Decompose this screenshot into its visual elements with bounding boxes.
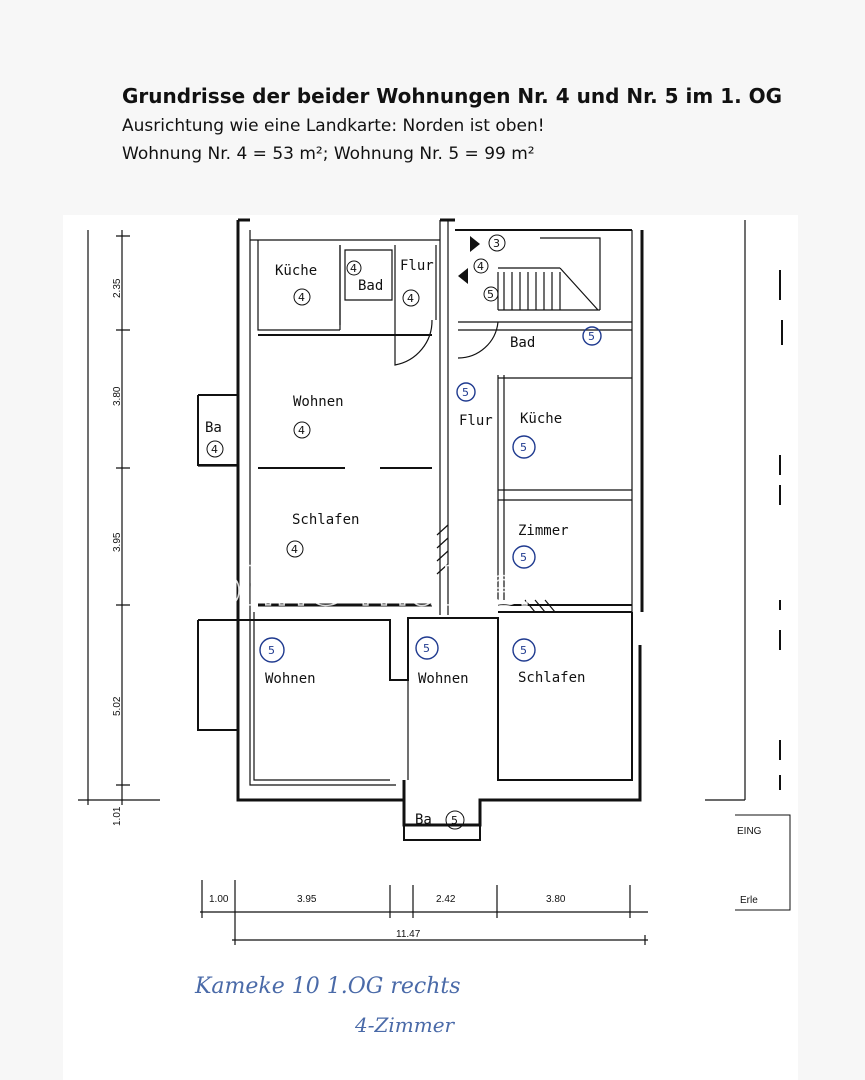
unit-number-4: 4 [291,543,298,556]
unit-number-5: 5 [423,642,430,655]
unit-circle-blue [415,636,439,660]
balcony-4: Ba [205,420,222,436]
unit-circle [483,286,499,302]
unit-circle [286,540,304,558]
dimension-bottom: 1.00 [209,894,229,905]
dimension-left: 3.95 [112,532,123,552]
room-kueche-5: Küche [520,411,562,427]
room-kueche-4: Küche [275,263,317,279]
unit-circle [473,258,489,274]
room-wohnen-5a: Wohnen [265,671,316,687]
unit-number-3: 3 [493,237,500,250]
unit-circle [445,810,465,830]
arrow-icon [458,268,468,284]
dimension-total: 11.47 [396,929,421,940]
unit-number-4: 4 [298,424,305,437]
dimension-left: 3.80 [112,386,123,406]
room-wohnen-5b: Wohnen [418,671,469,687]
unit-number-5: 5 [520,644,527,657]
floor-plan-sheet [63,215,798,1080]
room-flur-4: Flur [400,258,434,274]
dimension-left: 1.01 [112,806,123,826]
handwritten-rooms: 4-Zimmer [354,1013,456,1037]
unit-circle-blue [512,638,536,662]
unit-circle [346,260,362,276]
unit-number-5: 5 [520,551,527,564]
unit-circle-blue [512,545,536,569]
unit-number-4: 4 [211,443,218,456]
edge-label-bottom: Erle [740,895,758,906]
room-schlafen-5: Schlafen [518,670,585,686]
unit-number-5: 5 [462,386,469,399]
unit-number-4: 4 [298,291,305,304]
unit-number-4: 4 [477,260,484,273]
page-title: Grundrisse der beider Wohnungen Nr. 4 un… [122,84,783,108]
unit-circle-blue [456,382,476,402]
unit-circle-blue [582,326,602,346]
balcony-5: Ba [415,812,432,828]
watermark: ohne-makler [210,558,540,618]
unit-number-5: 5 [487,288,494,301]
unit-number-4: 4 [407,292,414,305]
room-flur-5: Flur [459,413,493,429]
room-schlafen-4: Schlafen [292,512,359,528]
room-zimmer-5: Zimmer [518,523,569,539]
unit-circle [293,288,311,306]
unit-circle [402,289,420,307]
area-note: Wohnung Nr. 4 = 53 m²; Wohnung Nr. 5 = 9… [122,144,535,164]
dimension-bottom: 2.42 [436,894,456,905]
room-wohnen-4: Wohnen [293,394,344,410]
dimension-bottom: 3.95 [297,894,317,905]
unit-circle [488,234,506,252]
unit-circle [206,440,224,458]
unit-number-5: 5 [520,441,527,454]
unit-number-5: 5 [588,330,595,343]
unit-circle-blue [259,637,285,663]
dimension-bottom: 3.80 [546,894,566,905]
dimension-left: 2.35 [112,278,123,298]
handwritten-address: Kameke 10 1.OG rechts [194,974,461,999]
unit-circle [293,421,311,439]
unit-number-5: 5 [268,644,275,657]
page-header: Grundrisse der beider Wohnungen Nr. 4 un… [122,84,782,170]
arrow-icon [470,236,480,252]
room-bad-5: Bad [510,335,535,351]
unit-number-5: 5 [451,814,458,827]
edge-label-top: EING [737,826,762,837]
dimension-left: 5.02 [112,696,123,716]
unit-number-4: 4 [350,262,357,275]
room-bad-4: Bad [358,278,383,294]
orientation-note: Ausrichtung wie eine Landkarte: Norden i… [122,116,545,136]
unit-circle-blue [512,435,536,459]
